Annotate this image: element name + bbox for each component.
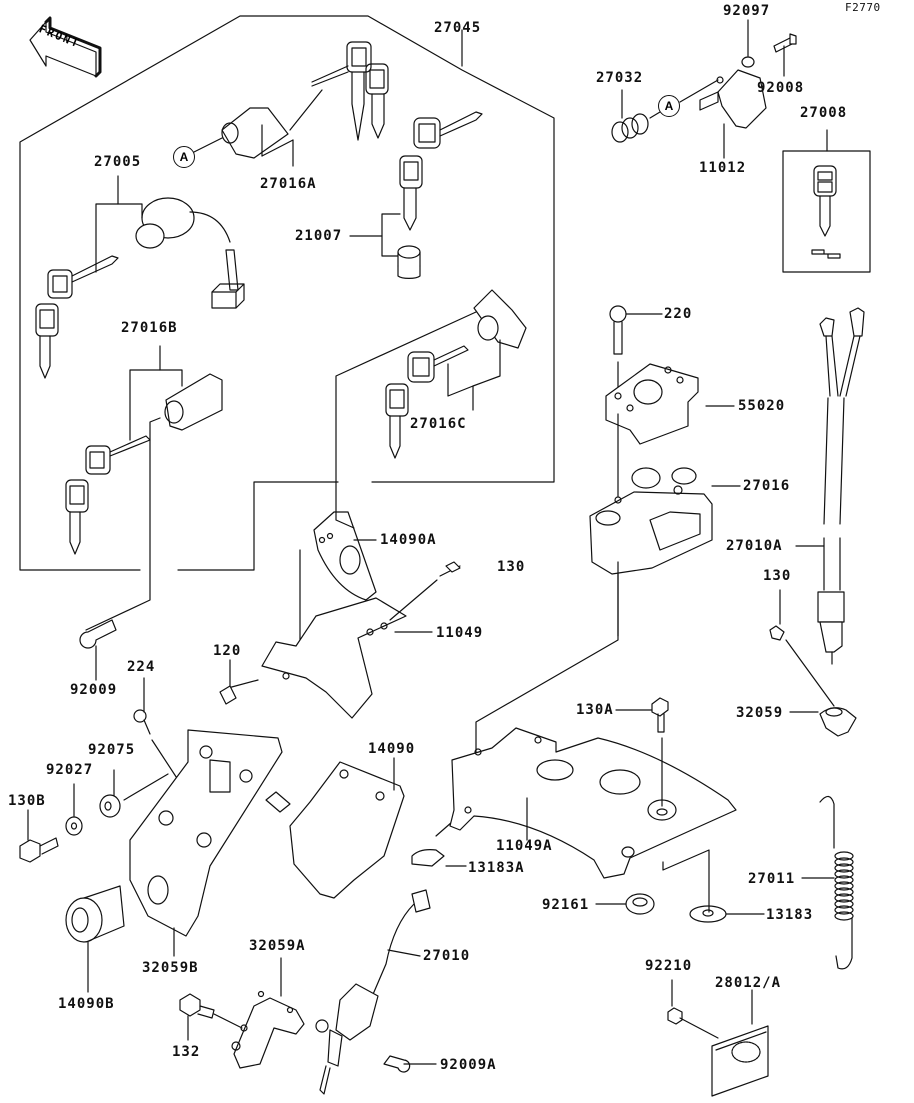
washer-13183-drawing — [689, 905, 727, 923]
front-arrow-icon — [29, 16, 102, 78]
part-label-92210[interactable]: 92210 — [645, 958, 693, 974]
part-label-32059A[interactable]: 32059A — [249, 938, 306, 954]
part-label-27010[interactable]: 27010 — [423, 948, 471, 964]
key-27008-drawing — [811, 165, 841, 259]
part-label-120[interactable]: 120 — [213, 643, 242, 659]
key-pair-27016C-drawing — [385, 345, 469, 459]
figure-id: F2770 — [845, 1, 881, 14]
part-label-28012A[interactable]: 28012/A — [715, 975, 782, 991]
reference-mark-a-left: A — [173, 146, 195, 168]
ignition-body-27016-drawing — [589, 467, 713, 575]
clamp-32059-drawing — [819, 707, 857, 737]
screw-92009A-drawing — [383, 1055, 411, 1073]
washer-92027-drawing — [65, 816, 83, 836]
key-pair-27016B-drawing — [65, 435, 151, 555]
part-label-11012[interactable]: 11012 — [699, 160, 747, 176]
part-label-92008[interactable]: 92008 — [757, 80, 805, 96]
leader-27005 — [95, 175, 119, 273]
part-label-27016C[interactable]: 27016C — [410, 416, 467, 432]
part-label-92009A[interactable]: 92009A — [440, 1057, 497, 1073]
clip-13183A-drawing — [411, 849, 445, 867]
part-label-132[interactable]: 132 — [172, 1044, 201, 1060]
part-label-13183A[interactable]: 13183A — [468, 860, 525, 876]
part-label-27016B[interactable]: 27016B — [121, 320, 178, 336]
leader-21007 — [349, 213, 401, 237]
kit-boundary-27045 — [19, 15, 555, 571]
part-label-224[interactable]: 224 — [127, 659, 156, 675]
reflector-28012-drawing — [711, 1025, 769, 1097]
reference-mark-a-right: A — [658, 95, 680, 117]
screw-224-drawing — [133, 709, 147, 723]
key-pair-27005-drawing — [35, 255, 119, 379]
screw-220-drawing — [609, 305, 627, 355]
part-label-27032[interactable]: 27032 — [596, 70, 644, 86]
bolt-130B-drawing — [19, 837, 59, 863]
bracket-32059B-drawing — [129, 729, 291, 937]
part-label-14090A[interactable]: 14090A — [380, 532, 437, 548]
lock-cylinder-27016A-drawing — [221, 89, 323, 167]
part-label-92075[interactable]: 92075 — [88, 742, 136, 758]
kit-boundary-27045-lower — [177, 481, 339, 571]
bracket-11049-drawing — [261, 597, 407, 719]
screw-92009-drawing — [79, 619, 117, 649]
part-label-32059B[interactable]: 32059B — [142, 960, 199, 976]
nut-92210-drawing — [667, 1007, 683, 1025]
spring-27011-drawing — [819, 795, 854, 970]
bolt-92008-drawing — [773, 33, 797, 53]
bolt-132-drawing — [179, 993, 215, 1019]
part-label-11049[interactable]: 11049 — [436, 625, 484, 641]
part-label-32059[interactable]: 32059 — [736, 705, 784, 721]
part-label-27016[interactable]: 27016 — [743, 478, 791, 494]
ignition-switch-27005-drawing — [135, 197, 245, 309]
part-label-27008[interactable]: 27008 — [800, 105, 848, 121]
part-label-27011[interactable]: 27011 — [748, 871, 796, 887]
part-label-14090B[interactable]: 14090B — [58, 996, 115, 1012]
plate-11012-drawing — [699, 69, 767, 129]
part-label-21007[interactable]: 21007 — [295, 228, 343, 244]
wire-27010A-drawing — [817, 307, 865, 665]
part-label-27016A[interactable]: 27016A — [260, 176, 317, 192]
part-label-27045[interactable]: 27045 — [434, 20, 482, 36]
key-pair-top-drawing — [311, 41, 389, 141]
part-label-130A[interactable]: 130A — [576, 702, 614, 718]
part-label-27010A[interactable]: 27010A — [726, 538, 783, 554]
part-label-130-right[interactable]: 130 — [763, 568, 792, 584]
lock-27016C-drawing — [473, 289, 527, 349]
lock-27016B-drawing — [164, 373, 223, 431]
part-label-220[interactable]: 220 — [664, 306, 693, 322]
plate-55020-drawing — [605, 363, 699, 445]
part-label-13183[interactable]: 13183 — [766, 907, 814, 923]
collar-14090B-drawing — [65, 885, 125, 943]
part-label-55020[interactable]: 55020 — [738, 398, 786, 414]
cover-14090-drawing — [289, 761, 405, 899]
grommet-92075-drawing — [99, 794, 121, 818]
plate-14090A-drawing — [313, 511, 377, 601]
part-label-130B[interactable]: 130B — [8, 793, 46, 809]
part-label-92009[interactable]: 92009 — [70, 682, 118, 698]
washer-92161-drawing — [625, 893, 655, 915]
spring-27032-drawing — [611, 113, 649, 143]
part-label-14090[interactable]: 14090 — [368, 741, 416, 757]
leader-27016C — [447, 363, 474, 411]
part-label-27005[interactable]: 27005 — [94, 154, 142, 170]
part-label-11049A[interactable]: 11049A — [496, 838, 553, 854]
plate-32059A-drawing — [231, 990, 305, 1069]
part-label-92161[interactable]: 92161 — [542, 897, 590, 913]
switch-27010-drawing — [315, 889, 431, 1095]
part-label-92027[interactable]: 92027 — [46, 762, 94, 778]
part-label-92097[interactable]: 92097 — [723, 3, 771, 19]
leader-27016B — [129, 345, 161, 441]
washer-92097-drawing — [741, 56, 755, 68]
part-label-130-upper[interactable]: 130 — [497, 559, 526, 575]
key-pair-21007-drawing — [397, 111, 483, 280]
bracket-11049A-drawing — [449, 727, 737, 879]
bolt-130A-drawing — [651, 697, 669, 733]
